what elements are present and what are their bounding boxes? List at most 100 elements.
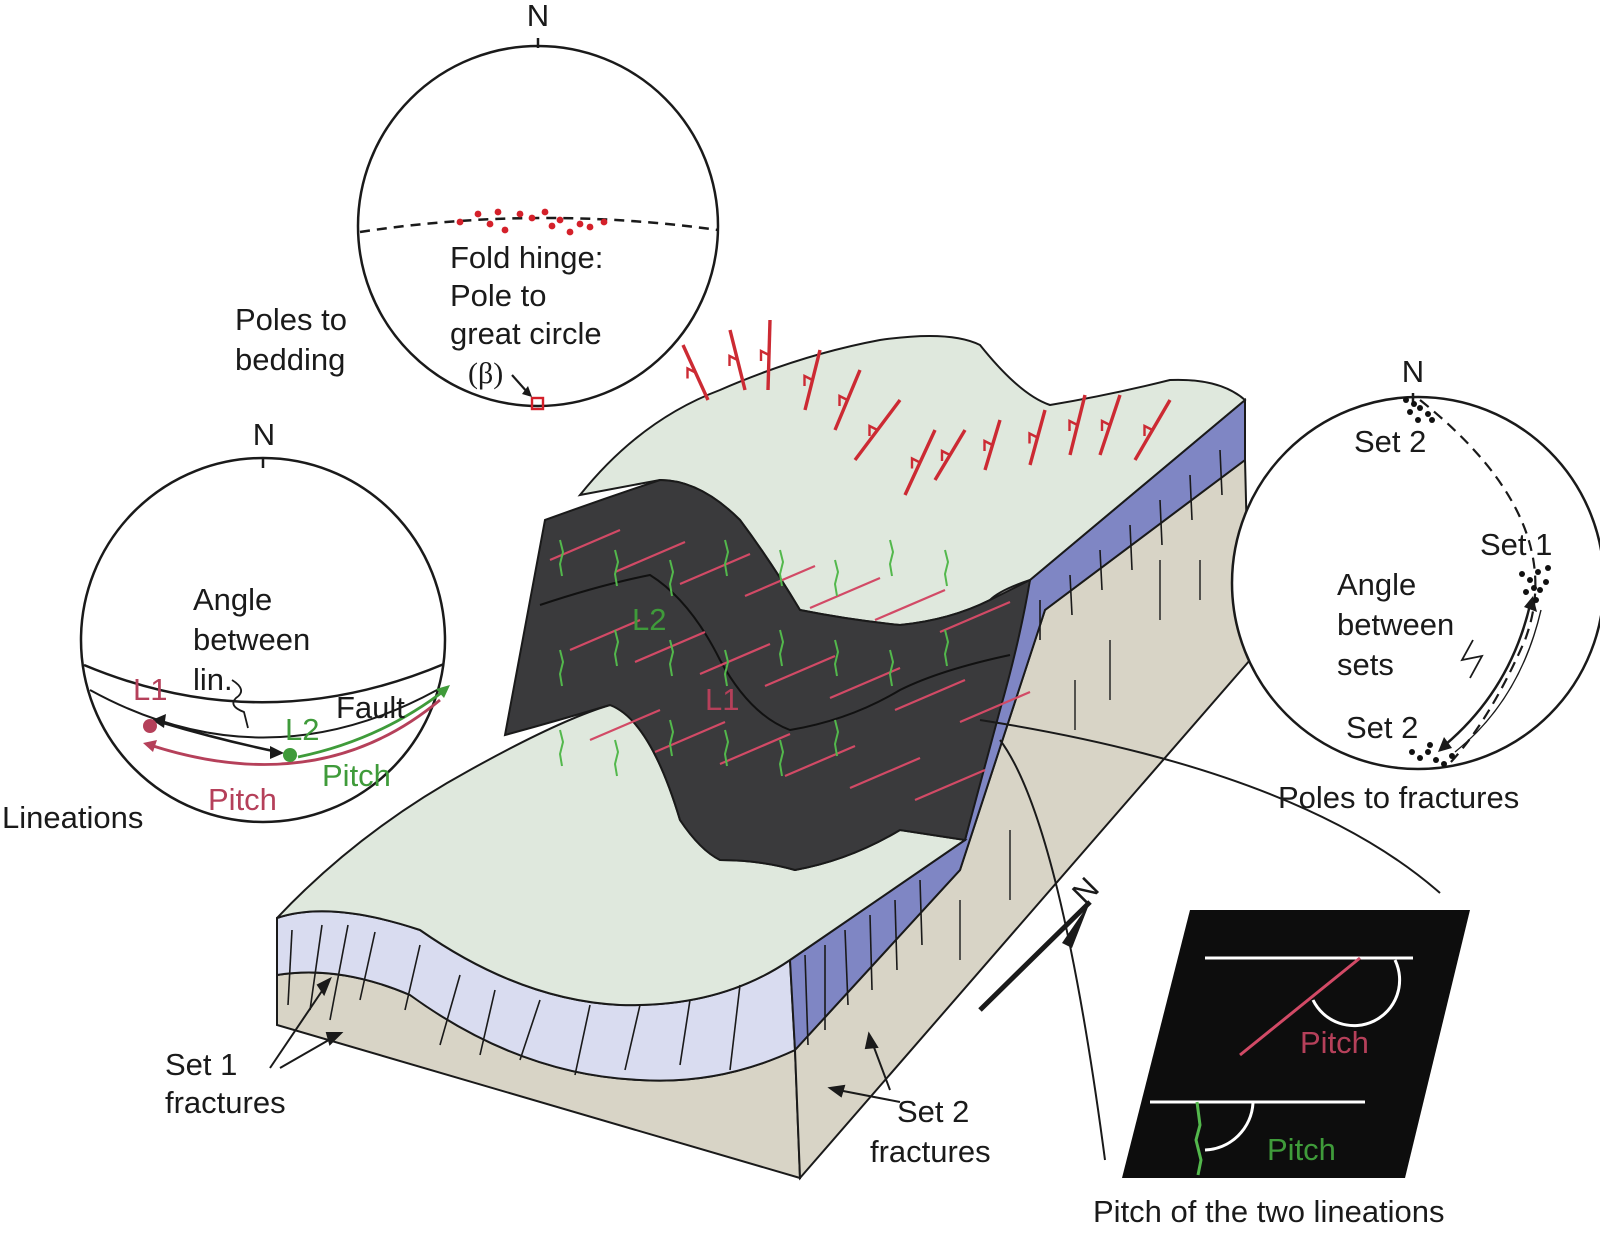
fracture-pole-point [1425,749,1431,755]
fracture-pole-point [1429,417,1435,423]
fracture-pole-point [1535,569,1541,575]
inset-l2 [1194,1101,1203,1176]
lineation-l2 [558,539,565,577]
lineation-l1 [719,732,791,766]
fracture-great-circle-dashed [1419,399,1537,764]
inset-l1 [1239,956,1361,1057]
fracture-pole-point [1415,417,1421,423]
stereonet-lineations [79,456,450,824]
set2-fractures-side [804,449,1223,1046]
angle-arrowhead-right [270,746,284,759]
bedding-dip-tick [759,349,770,361]
angle-leader [231,679,249,729]
fault-lineations [549,528,1031,802]
lineation-l2 [888,649,895,687]
lineation-l1 [569,618,641,652]
pitch-arrow-red [149,698,441,766]
fault-great-circle-outer [83,662,445,704]
lineation-l2 [778,739,785,777]
bedding-dip-tick [1143,424,1154,436]
lineation-l1 [959,690,1031,724]
lineation-l1 [894,678,966,712]
bedding-dip-tick [868,424,879,436]
l1-block-label: L1 [705,682,739,717]
lineation-l1 [764,654,836,688]
inset-leader-right [979,719,1441,894]
fracture-pole-point [1543,579,1549,585]
base-fractures [959,560,1201,960]
lineation-l2 [943,549,950,587]
fold-hinge-label-1: Fold hinge: [450,240,603,275]
angle-arrowhead-left [152,714,166,728]
lineation-l1 [654,720,726,754]
lineations-label: Lineations [2,800,143,835]
pitch-arrowhead-green [436,685,450,698]
fracture-pole-point [1417,405,1423,411]
bedding-pole-point [566,228,574,236]
poles-to-bedding-points [456,208,608,236]
lineation-l1 [699,642,771,676]
bedding-dip-tick [803,374,814,386]
lineation-l2 [778,629,785,667]
fracture-pole-point [1533,597,1539,603]
text-labels: N Fold hinge: Pole to great circle (β) P… [2,0,1552,1229]
l1-point [143,719,157,733]
bedding-dip-tick [910,456,921,469]
lineation-l2 [833,639,840,677]
lineation-l1 [914,768,986,802]
l2-block-label: L2 [632,602,666,637]
angle-arrow [159,720,279,754]
fracture-pole-point [1433,757,1439,763]
stereonet-fractures [1230,393,1600,771]
lineation-l2 [778,549,785,587]
pitch-green-net-label: Pitch [322,758,391,793]
pitch-arrow-green [297,688,446,759]
bedding-pole-point [528,214,536,222]
bedding-pole-point [474,210,482,218]
lineation-l2 [668,559,675,597]
lineation-l1 [939,600,1011,634]
fracture-pole-point [1409,749,1415,755]
bedding-dip-tick [983,439,994,451]
set1-fractures-label-1: Set 1 [165,1047,237,1082]
fracture-pole-point [1545,565,1551,571]
bedding-pole-point [516,210,524,218]
set1-fractures-front [287,924,741,1076]
fault-label: Fault [336,690,405,725]
beta-arrowhead [522,386,532,397]
fracture-pole-point [1449,753,1455,759]
lineation-l2 [558,729,565,767]
fold-hinge-label-3: great circle [450,316,602,351]
angle-sets-arrowhead-bottom [1438,737,1452,752]
fault-bedding-trace-1 [539,573,1011,732]
lineation-l1 [809,576,881,610]
fracture-pole-point [1527,577,1533,583]
bedding-pole-point [486,220,494,228]
stereonet-fractures-circle [1230,395,1600,771]
inset-pitch-green-label: Pitch [1267,1132,1336,1167]
lineation-l2 [558,649,565,687]
angle-lin-label-1: Angle [193,582,272,617]
lineation-l2 [613,629,620,667]
bedding-pole-point [501,226,509,234]
lineation-l2 [723,539,730,577]
bedding-dip-tick [1028,431,1039,444]
lineation-l1 [744,564,816,598]
inset-caption: Pitch of the two lineations [1093,1194,1445,1229]
bedding-dip-tick [1068,419,1079,431]
inset-pitch-red-label: Pitch [1300,1025,1369,1060]
pitch-arrowhead-red [143,740,157,752]
lineation-l2 [888,539,895,577]
lineation-l1 [784,744,856,778]
bedding-dip-tick [940,449,951,461]
poles-to-fractures-points [1403,397,1551,767]
set1-right-label: Set 1 [1480,527,1552,562]
bedding-dip-tick [1100,419,1111,431]
lineation-l2 [833,719,840,757]
lineation-l2 [723,649,730,687]
fracture-pole-point [1523,589,1529,595]
l2-net-label: L2 [285,712,319,747]
lineation-l2 [613,549,620,587]
set2-top-label: Set 2 [1354,424,1426,459]
